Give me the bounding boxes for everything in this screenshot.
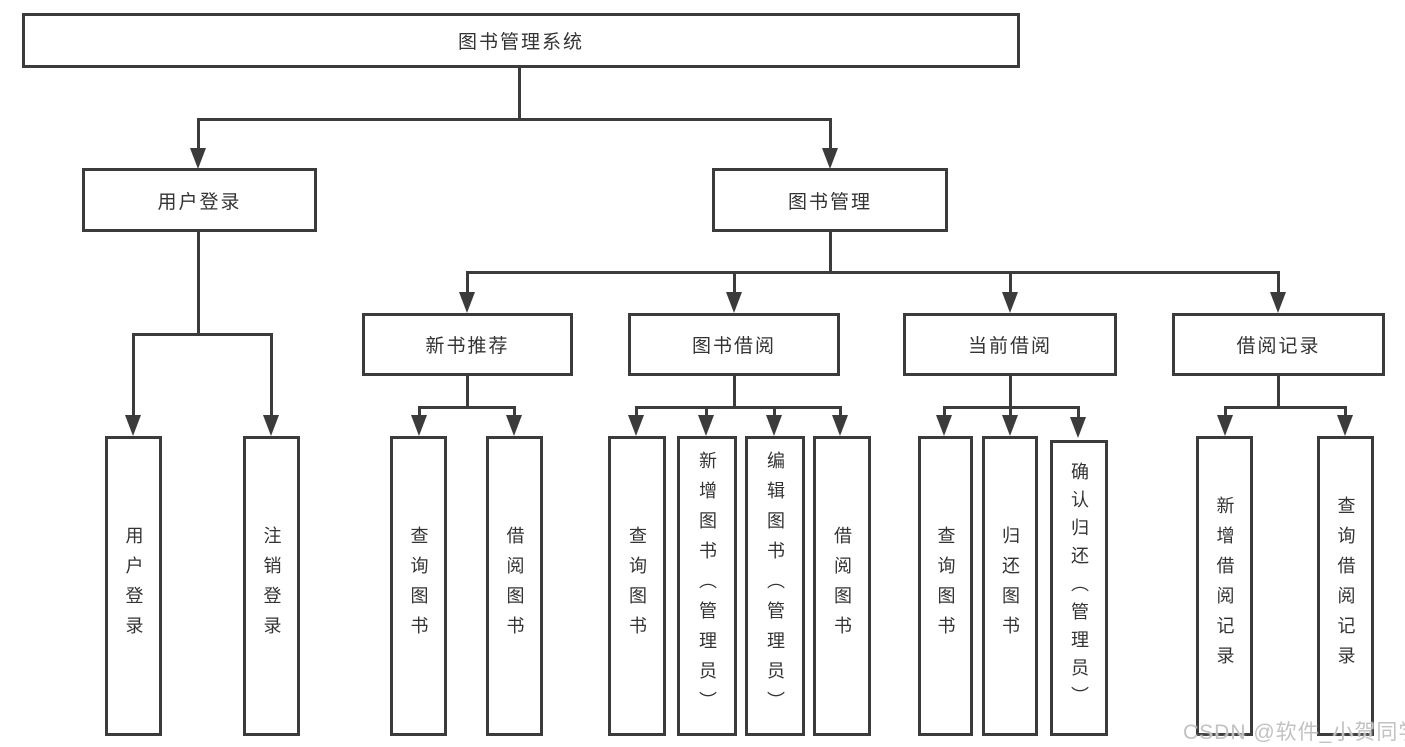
edge-book-borrow-trunk <box>733 376 736 409</box>
node-record-query-label: 查询借阅记录 <box>1335 496 1356 676</box>
node-rec-query-book-label: 查询图书 <box>408 526 429 646</box>
edge-root-to-book-mgmt <box>829 118 832 150</box>
node-book-mgmt-label: 图书管理 <box>787 191 872 213</box>
arrow-down-icon <box>125 415 141 436</box>
node-bor-borrow-book-label: 借阅图书 <box>832 526 852 646</box>
node-book-borrow: 图书借阅 <box>628 313 840 376</box>
edge-new-book-rec-trunk <box>466 376 469 409</box>
node-cur-return-book: 归还图书 <box>982 436 1038 736</box>
edge-user-login-rail <box>132 333 272 336</box>
node-current-borrow-label: 当前借阅 <box>967 336 1052 357</box>
node-logout-label: 注销登录 <box>261 526 282 646</box>
arrow-down-icon <box>190 148 206 169</box>
arrow-down-icon <box>726 292 742 313</box>
node-cur-query-book: 查询图书 <box>918 436 973 736</box>
edge-book-borrow-rail <box>635 406 842 409</box>
edge-to-bor-add <box>705 406 708 418</box>
node-bor-query-book-label: 查询图书 <box>627 526 647 646</box>
edge-to-bor-edit <box>773 406 776 418</box>
node-cur-confirm-return-label: 确认归还（管理员） <box>1069 462 1089 714</box>
edge-root-to-user-login <box>197 118 200 150</box>
node-book-borrow-label: 图书借阅 <box>691 336 776 357</box>
arrow-down-icon <box>766 415 782 436</box>
node-record-query: 查询借阅记录 <box>1317 436 1374 736</box>
node-borrow-record-label: 借阅记录 <box>1236 336 1321 357</box>
arrow-down-icon <box>506 415 522 436</box>
node-record-add-label: 新增借阅记录 <box>1214 496 1235 676</box>
edge-to-book-borrow <box>733 271 736 295</box>
node-bor-edit-book-label: 编辑图书（管理员） <box>765 451 785 721</box>
edge-user-login-trunk <box>197 232 200 335</box>
node-login: 用户登录 <box>105 436 162 736</box>
edge-book-mgmt-rail <box>466 271 1280 274</box>
node-user-login-label: 用户登录 <box>157 191 242 213</box>
edge-new-book-rec-rail <box>418 406 515 409</box>
arrow-down-icon <box>936 415 952 436</box>
edge-root-trunk <box>518 68 521 120</box>
edge-borrow-record-rail <box>1224 406 1346 409</box>
node-bor-query-book: 查询图书 <box>608 436 666 736</box>
edge-to-bor-borrow <box>839 406 842 418</box>
node-rec-borrow-book-label: 借阅图书 <box>504 526 525 646</box>
edge-to-logout <box>270 333 273 416</box>
edge-to-borrow-record <box>1277 271 1280 295</box>
arrow-down-icon <box>1002 292 1018 313</box>
node-bor-add-book: 新增图书（管理员） <box>677 436 737 736</box>
node-bor-add-book-label: 新增图书（管理员） <box>697 451 717 721</box>
node-login-label: 用户登录 <box>123 526 144 646</box>
edge-book-mgmt-trunk <box>829 232 832 274</box>
arrow-down-icon <box>628 415 644 436</box>
edge-to-cur-confirm <box>1077 406 1080 418</box>
arrow-down-icon <box>698 415 714 436</box>
edge-to-cur-return <box>1009 406 1012 418</box>
arrow-down-icon <box>1070 417 1086 438</box>
arrow-down-icon <box>1217 415 1233 436</box>
edge-root-rail <box>197 118 831 121</box>
edge-to-bor-query <box>635 406 638 418</box>
node-new-book-rec: 新书推荐 <box>362 313 573 376</box>
node-cur-return-book-label: 归还图书 <box>1000 526 1020 646</box>
node-cur-query-book-label: 查询图书 <box>935 526 956 646</box>
edge-borrow-record-trunk <box>1277 376 1280 409</box>
node-root-label: 图书管理系统 <box>457 32 584 53</box>
arrow-down-icon <box>1270 292 1286 313</box>
edge-current-borrow-trunk <box>1009 376 1012 409</box>
node-user-login: 用户登录 <box>82 168 317 232</box>
edge-to-rec-borrow <box>513 406 516 418</box>
edge-to-login <box>132 333 135 416</box>
edge-to-rec-query <box>418 406 421 418</box>
arrow-down-icon <box>822 148 838 169</box>
node-logout: 注销登录 <box>243 436 300 736</box>
node-bor-edit-book: 编辑图书（管理员） <box>745 436 805 736</box>
arrow-down-icon <box>411 415 427 436</box>
arrow-down-icon <box>459 292 475 313</box>
node-borrow-record: 借阅记录 <box>1172 313 1385 376</box>
edge-to-record-add <box>1224 406 1227 418</box>
node-rec-query-book: 查询图书 <box>390 436 447 736</box>
node-rec-borrow-book: 借阅图书 <box>486 436 543 736</box>
arrow-down-icon <box>1002 415 1018 436</box>
watermark: CSDN @软件_小贺同学 <box>1183 721 1405 744</box>
node-new-book-rec-label: 新书推荐 <box>425 336 510 357</box>
node-cur-confirm-return: 确认归还（管理员） <box>1050 440 1108 736</box>
edge-to-cur-query <box>943 406 946 418</box>
arrow-down-icon <box>832 415 848 436</box>
node-bor-borrow-book: 借阅图书 <box>813 436 871 736</box>
edge-to-current-borrow <box>1009 271 1012 295</box>
edge-to-new-book-rec <box>466 271 469 295</box>
node-root: 图书管理系统 <box>22 13 1020 68</box>
arrow-down-icon <box>1337 415 1353 436</box>
node-current-borrow: 当前借阅 <box>903 313 1117 376</box>
node-book-mgmt: 图书管理 <box>712 168 948 232</box>
arrow-down-icon <box>263 415 279 436</box>
node-record-add: 新增借阅记录 <box>1196 436 1253 736</box>
edge-to-record-query <box>1344 406 1347 418</box>
